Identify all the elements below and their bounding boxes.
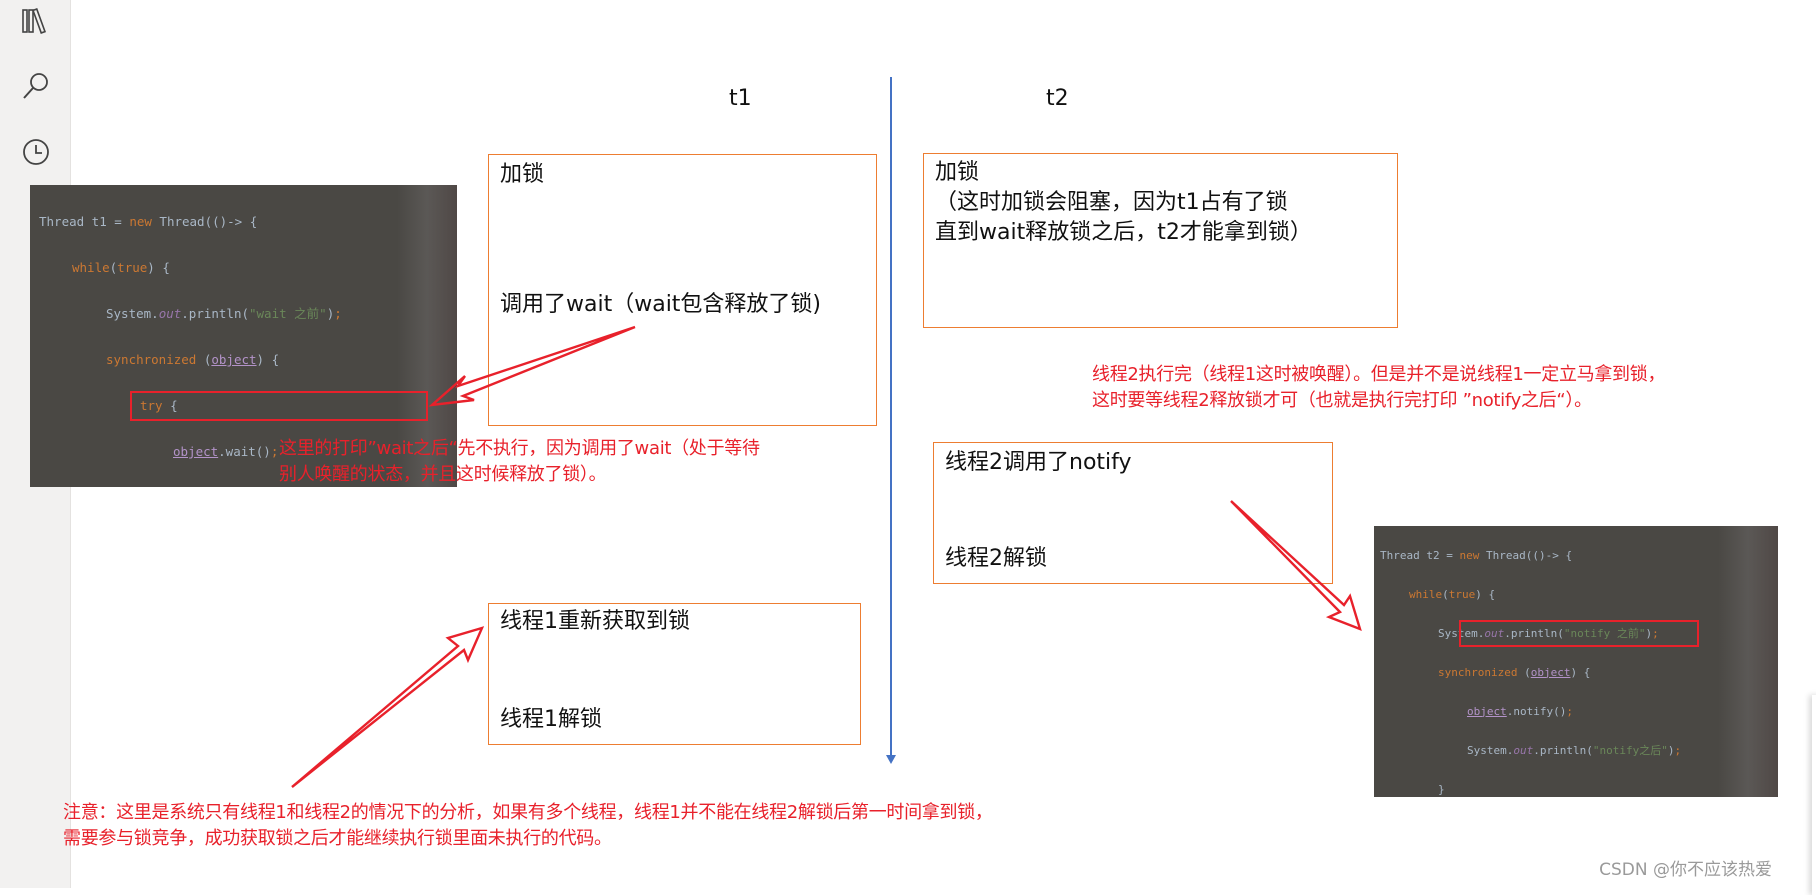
history-icon[interactable] bbox=[20, 136, 52, 168]
t2-box-notify: 线程2调用了notify 线程2解锁 bbox=[933, 442, 1333, 584]
footer-note-line1: 注意：这里是系统只有线程1和线程2的情况下的分析，如果有多个线程，线程1并不能在… bbox=[63, 802, 993, 823]
column-label-t1: t1 bbox=[729, 86, 752, 111]
watermark: CSDN @你不应该热爱 bbox=[1599, 860, 1772, 880]
t2-box-unlock-label: 线程2解锁 bbox=[945, 546, 1047, 571]
t1-box-reacquire-label: 线程1重新获取到锁 bbox=[500, 609, 690, 634]
notify-note-line1: 线程2执行完（线程1这时被唤醒）。但是并不是说线程1一定立马拿到锁， bbox=[1092, 364, 1666, 385]
code-snippet-t2: Thread t2 = new Thread(()-> { while(true… bbox=[1374, 526, 1778, 797]
footer-note-line2: 需要参与锁竞争，成功获取锁之后才能继续执行锁里面未执行的代码。 bbox=[63, 828, 612, 849]
notify-note-line2: 这时要等线程2释放锁才可（也就是执行完打印 ”notify之后“）。 bbox=[1092, 390, 1592, 411]
notify-explanation-note: 线程2执行完（线程1这时被唤醒）。但是并不是说线程1一定立马拿到锁， 这时要等线… bbox=[1092, 362, 1665, 414]
arrow-to-reacquire bbox=[291, 626, 485, 788]
t2-box-blocked-line2: 直到wait释放锁之后，t2才能拿到锁） bbox=[935, 220, 1312, 245]
t1-box-unlock-label: 线程1解锁 bbox=[500, 707, 602, 732]
wait-note-line1: 这里的打印”wait之后“先不执行，因为调用了wait（处于等待 bbox=[279, 438, 760, 459]
column-label-t2: t2 bbox=[1046, 86, 1069, 111]
search-icon[interactable] bbox=[20, 70, 52, 102]
t1-box-wait-label: 调用了wait（wait包含释放了锁) bbox=[500, 292, 822, 317]
t2-box-lock-label: 加锁 bbox=[935, 160, 980, 185]
t2-box-lock-blocked: 加锁 （这时加锁会阻塞，因为t1占有了锁 直到wait释放锁之后，t2才能拿到锁… bbox=[923, 153, 1398, 328]
highlight-notify-after bbox=[1459, 620, 1699, 647]
t1-box-lock-wait: 加锁 调用了wait（wait包含释放了锁) bbox=[488, 154, 877, 426]
timeline-arrow bbox=[886, 77, 896, 764]
footer-note: 注意：这里是系统只有线程1和线程2的情况下的分析，如果有多个线程，线程1并不能在… bbox=[63, 800, 993, 852]
t1-box-lock-label: 加锁 bbox=[500, 162, 545, 187]
library-icon[interactable] bbox=[20, 6, 52, 38]
highlight-wait-after bbox=[130, 391, 428, 421]
t2-box-blocked-line1: （这时加锁会阻塞，因为t1占有了锁 bbox=[935, 190, 1288, 215]
t1-box-reacquire: 线程1重新获取到锁 线程1解锁 bbox=[488, 603, 861, 745]
floating-panel-edge bbox=[1812, 695, 1816, 895]
wait-explanation-note: 这里的打印”wait之后“先不执行，因为调用了wait（处于等待 别人唤醒的状态… bbox=[279, 436, 760, 488]
t2-box-notify-label: 线程2调用了notify bbox=[945, 450, 1132, 475]
wait-note-line2: 别人唤醒的状态，并且这时候释放了锁）。 bbox=[279, 464, 607, 485]
